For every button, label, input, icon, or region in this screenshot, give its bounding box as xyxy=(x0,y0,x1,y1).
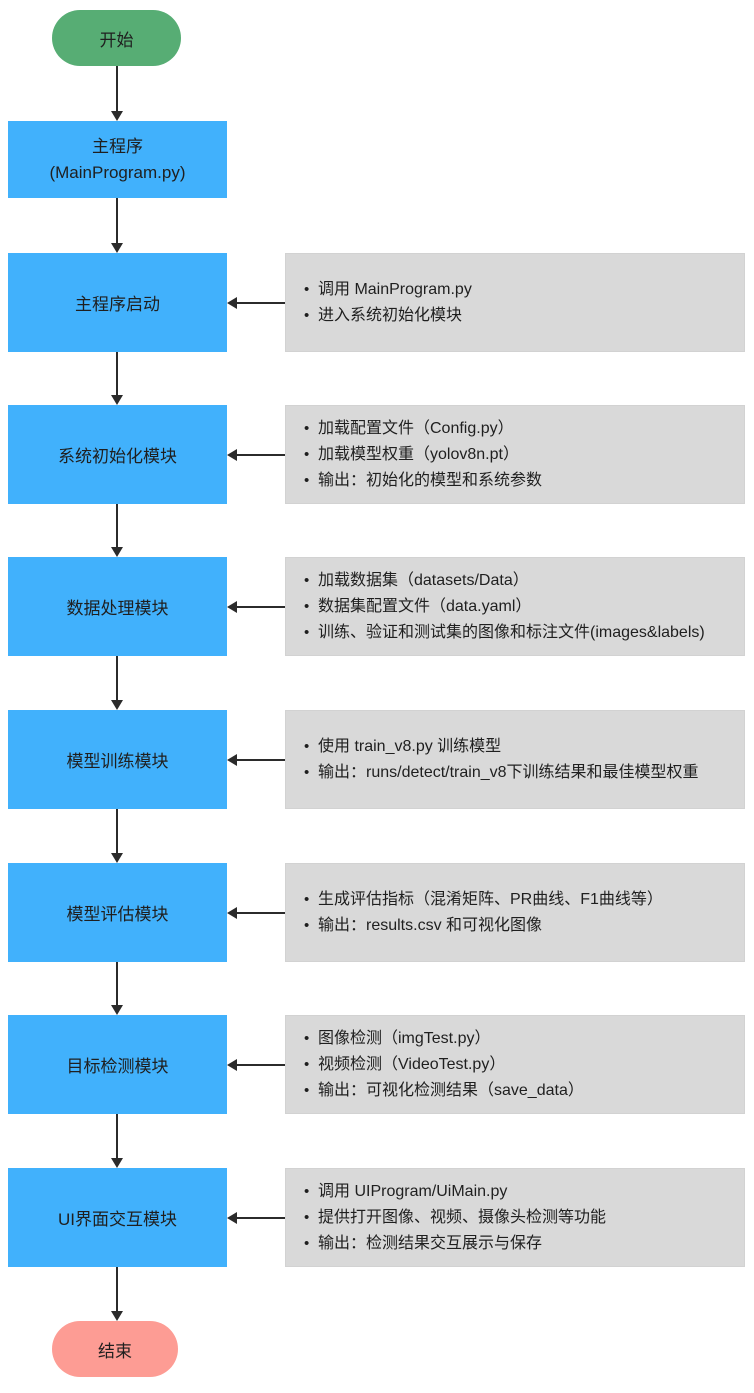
flow-arrow-line xyxy=(116,962,118,1006)
note-box-5: 生成评估指标（混淆矩阵、PR曲线、F1曲线等）输出：results.csv 和可… xyxy=(285,863,745,962)
note-arrow-line xyxy=(237,1217,285,1219)
note-line: 输出：runs/detect/train_v8下训练结果和最佳模型权重 xyxy=(304,760,732,786)
process-box-2: 系统初始化模块 xyxy=(8,405,227,504)
note-line: 进入系统初始化模块 xyxy=(304,303,732,329)
note-arrow-line xyxy=(237,302,285,304)
note-line: 加载配置文件（Config.py） xyxy=(304,416,732,442)
end-node: 结束 xyxy=(52,1321,178,1377)
note-line: 生成评估指标（混淆矩阵、PR曲线、F1曲线等） xyxy=(304,887,732,913)
note-arrow-line xyxy=(237,759,285,761)
note-line: 输出：可视化检测结果（save_data） xyxy=(304,1078,732,1104)
flow-arrowhead xyxy=(111,700,123,710)
note-arrowhead xyxy=(227,601,237,613)
flow-arrowhead xyxy=(111,547,123,557)
note-line: 输出：检测结果交互展示与保存 xyxy=(304,1231,732,1257)
note-line: 图像检测（imgTest.py） xyxy=(304,1026,732,1052)
process-box-label: 系统初始化模块 xyxy=(58,447,177,466)
start-node: 开始 xyxy=(52,10,181,66)
flow-arrow-line xyxy=(116,1114,118,1159)
note-line: 提供打开图像、视频、摄像头检测等功能 xyxy=(304,1205,732,1231)
note-arrow-line xyxy=(237,454,285,456)
start-node-label: 开始 xyxy=(99,30,134,50)
flow-arrowhead xyxy=(111,1158,123,1168)
note-line: 加载数据集（datasets/Data） xyxy=(304,568,732,594)
note-arrow-line xyxy=(237,912,285,914)
flow-arrowhead xyxy=(111,1005,123,1015)
note-box-1: 调用 MainProgram.py进入系统初始化模块 xyxy=(285,253,745,352)
note-box-6: 图像检测（imgTest.py）视频检测（VideoTest.py）输出：可视化… xyxy=(285,1015,745,1114)
process-box-label: 数据处理模块 xyxy=(66,599,169,618)
note-arrow-line xyxy=(237,1064,285,1066)
main-program-line1: 主程序 xyxy=(92,136,143,156)
flow-arrow-line xyxy=(116,656,118,701)
note-line: 输出：results.csv 和可视化图像 xyxy=(304,913,732,939)
note-box-2: 加载配置文件（Config.py）加载模型权重（yolov8n.pt）输出：初始… xyxy=(285,405,745,504)
note-line: 加载模型权重（yolov8n.pt） xyxy=(304,442,732,468)
note-arrowhead xyxy=(227,297,237,309)
flow-arrowhead xyxy=(111,243,123,253)
note-arrowhead xyxy=(227,1059,237,1071)
flow-arrowhead xyxy=(111,853,123,863)
flow-arrow-line xyxy=(116,198,118,244)
note-box-7: 调用 UIProgram/UiMain.py提供打开图像、视频、摄像头检测等功能… xyxy=(285,1168,745,1267)
flow-arrowhead xyxy=(111,111,123,121)
flow-arrow-line xyxy=(116,809,118,854)
note-line: 数据集配置文件（data.yaml） xyxy=(304,594,732,620)
note-arrowhead xyxy=(227,754,237,766)
main-program-box: 主程序 (MainProgram.py) xyxy=(8,121,227,198)
note-line: 输出：初始化的模型和系统参数 xyxy=(304,468,732,494)
flow-arrow-line xyxy=(116,1267,118,1312)
process-box-label: 模型训练模块 xyxy=(66,752,169,771)
flow-arrow-line xyxy=(116,352,118,396)
end-node-label: 结束 xyxy=(98,1341,132,1361)
process-box-label: 主程序启动 xyxy=(75,295,160,314)
flow-arrowhead xyxy=(111,1311,123,1321)
note-arrowhead xyxy=(227,1212,237,1224)
main-program-line2: (MainProgram.py) xyxy=(49,162,186,182)
process-box-label: 模型评估模块 xyxy=(66,905,169,924)
note-box-3: 加载数据集（datasets/Data）数据集配置文件（data.yaml）训练… xyxy=(285,557,745,656)
note-arrowhead xyxy=(227,907,237,919)
process-box-label: UI界面交互模块 xyxy=(58,1210,177,1229)
process-box-5: 模型评估模块 xyxy=(8,863,227,962)
flow-arrow-line xyxy=(116,504,118,548)
note-line: 使用 train_v8.py 训练模型 xyxy=(304,734,732,760)
note-arrowhead xyxy=(227,449,237,461)
note-box-4: 使用 train_v8.py 训练模型输出：runs/detect/train_… xyxy=(285,710,745,809)
note-line: 视频检测（VideoTest.py） xyxy=(304,1052,732,1078)
process-box-3: 数据处理模块 xyxy=(8,557,227,656)
note-line: 训练、验证和测试集的图像和标注文件(images&labels) xyxy=(304,620,732,646)
note-arrow-line xyxy=(237,606,285,608)
note-line: 调用 UIProgram/UiMain.py xyxy=(304,1179,732,1205)
flow-arrow-line xyxy=(116,66,118,112)
process-box-1: 主程序启动 xyxy=(8,253,227,352)
process-box-6: 目标检测模块 xyxy=(8,1015,227,1114)
note-line: 调用 MainProgram.py xyxy=(304,277,732,303)
flow-arrowhead xyxy=(111,395,123,405)
process-box-4: 模型训练模块 xyxy=(8,710,227,809)
process-box-label: 目标检测模块 xyxy=(66,1057,169,1076)
process-box-7: UI界面交互模块 xyxy=(8,1168,227,1267)
